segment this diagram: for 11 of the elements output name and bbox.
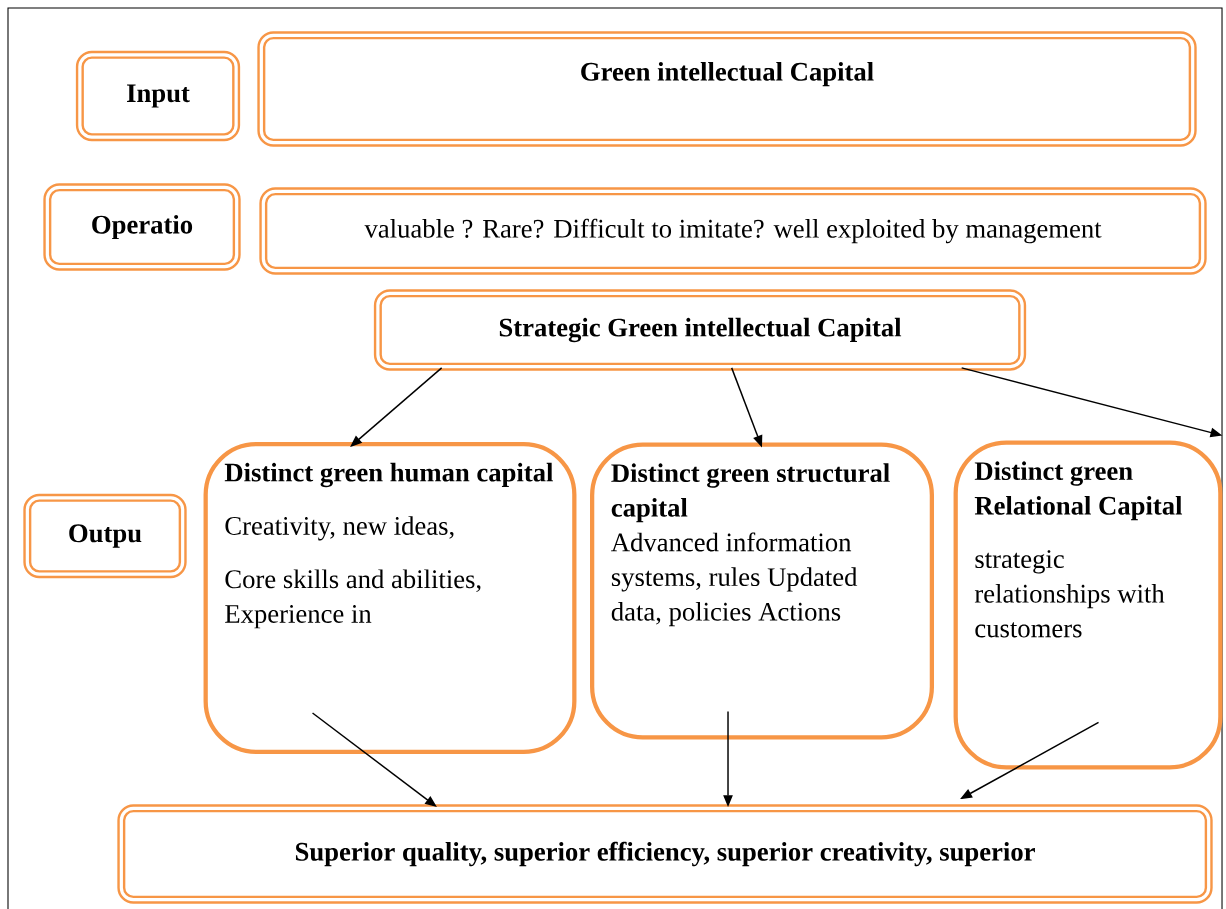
heading-box: Strategic Green intellectual Capital <box>373 289 1027 371</box>
label-box: Operatio <box>43 183 241 271</box>
capital-box: Distinct green Relational Capital strategic relationships with customers <box>953 440 1223 770</box>
heading-box: Green intellectual Capital <box>257 31 1197 147</box>
capital-box: Distinct green human capital Creativity, new ideas, Core skills and abilities, Experience in <box>203 442 577 754</box>
label-box: Outpu <box>23 493 187 579</box>
result-box: Superior quality, superior efficiency, superior creativity, superior <box>117 804 1213 904</box>
capital-box: Distinct green structural capital Advanced information systems, rules Updated data, policies Actions <box>590 442 934 740</box>
criteria-box: valuable ? Rare? Difficult to imitate? well exploited by management <box>259 187 1207 275</box>
label-box: Input <box>75 50 241 142</box>
arrow <box>350 367 443 447</box>
